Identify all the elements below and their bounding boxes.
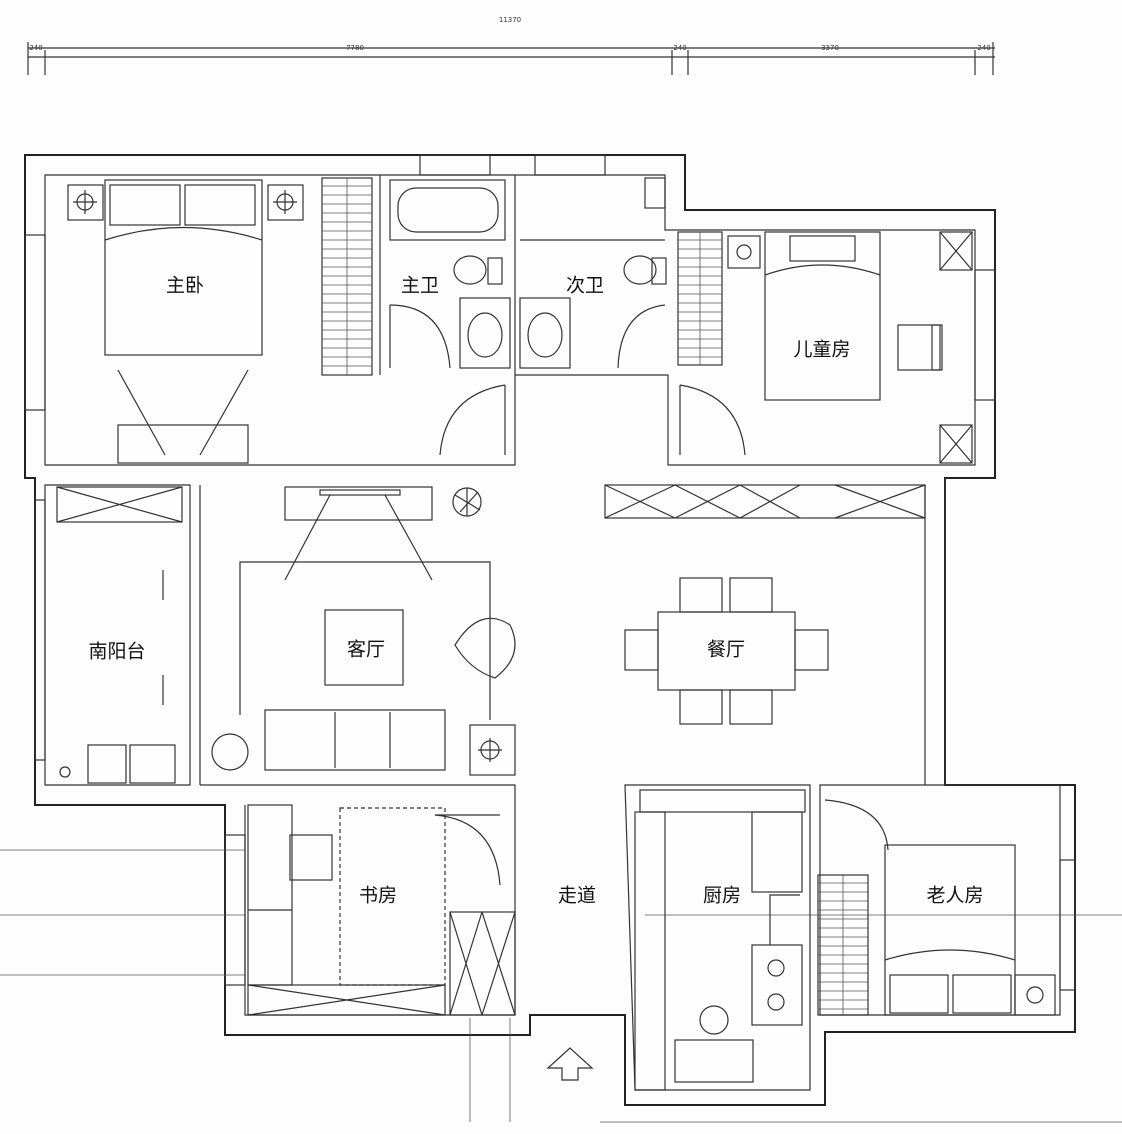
- label-dining-room: 餐厅: [707, 639, 745, 661]
- label-study: 书房: [359, 885, 397, 907]
- dim-seg-1: 240: [29, 44, 42, 52]
- study-furniture: [247, 804, 516, 1016]
- master-bed: [104, 179, 263, 464]
- kitchen-furniture: [634, 789, 806, 1091]
- hatched-wardrobes: [322, 178, 868, 1015]
- dim-total: 11370: [499, 16, 521, 24]
- balcony-furniture: [59, 570, 176, 784]
- label-corridor: 走道: [558, 885, 596, 907]
- label-master-bedroom: 主卧: [166, 275, 204, 297]
- dim-seg-2: 7780: [346, 44, 364, 52]
- label-master-bath: 主卫: [401, 275, 439, 297]
- dim-seg-5: 240: [977, 44, 990, 52]
- dim-seg-3: 240: [673, 44, 686, 52]
- inner-walls: [24, 154, 1076, 1091]
- label-elder-room: 老人房: [926, 885, 983, 907]
- label-south-balcony: 南阳台: [88, 641, 145, 663]
- plant-icon: [452, 487, 482, 517]
- label-kids-room: 儿童房: [793, 339, 850, 361]
- label-second-bath: 次卫: [566, 275, 604, 297]
- lamp-cross-icon: [67, 184, 1056, 1016]
- living-furniture: [56, 484, 926, 771]
- elder-furniture: [817, 799, 1016, 1016]
- label-kitchen: 厨房: [703, 885, 741, 907]
- arrow-up-icon: [546, 1047, 594, 1081]
- label-living-room: 客厅: [347, 639, 385, 661]
- leader-lines: [0, 849, 1122, 1123]
- dimension-lines: [27, 42, 995, 75]
- bath-fixtures: [389, 177, 746, 456]
- dim-seg-4: 3370: [821, 44, 839, 52]
